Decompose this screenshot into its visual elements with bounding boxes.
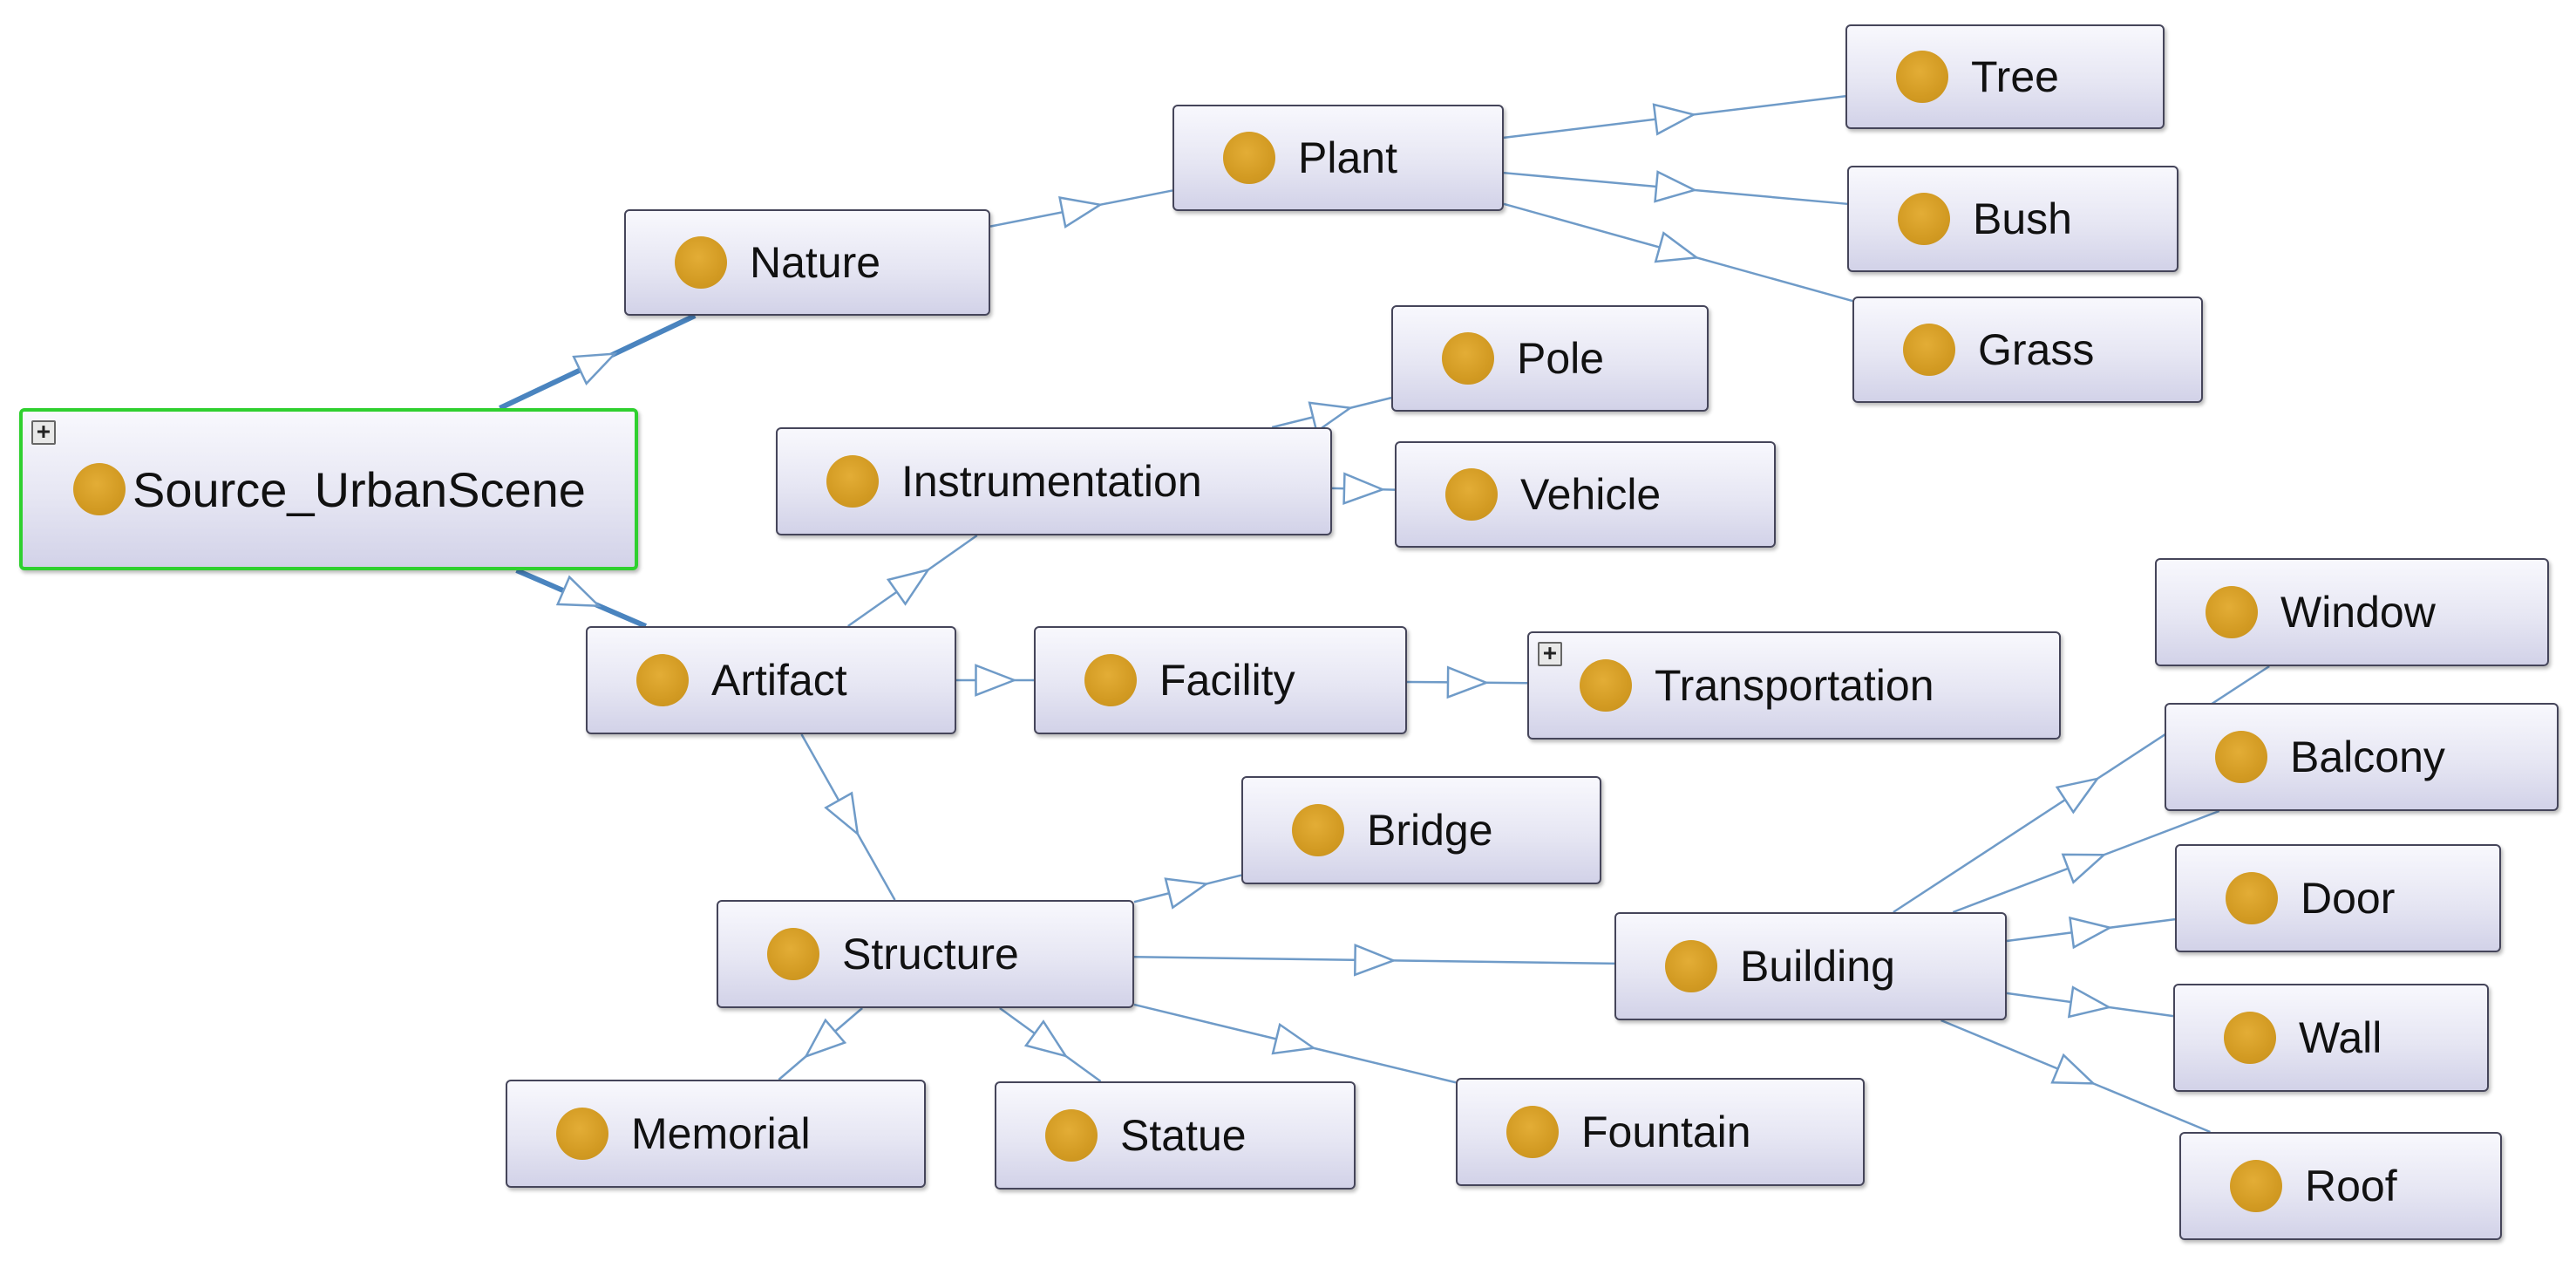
- edge-arrowhead: [1654, 170, 1698, 203]
- node-label: Memorial: [631, 1109, 811, 1158]
- node-door[interactable]: Door: [2175, 844, 2501, 952]
- node-label: Instrumentation: [901, 457, 1202, 506]
- edge-arrowhead: [1654, 231, 1700, 263]
- node-transportation[interactable]: + Transportation: [1527, 631, 2061, 740]
- node-plant[interactable]: Plant: [1172, 105, 1504, 211]
- edge-arrowhead: [2067, 985, 2112, 1019]
- node-vehicle[interactable]: Vehicle: [1395, 441, 1776, 548]
- node-label: Fountain: [1581, 1108, 1751, 1156]
- class-dot-icon: [2215, 731, 2267, 783]
- edge-arrowhead: [1308, 401, 1354, 433]
- class-dot-icon: [1665, 940, 1717, 992]
- node-label: Statue: [1120, 1111, 1247, 1160]
- node-building[interactable]: Building: [1614, 912, 2007, 1020]
- class-dot-icon: [1223, 132, 1275, 184]
- edge-arrowhead: [2069, 916, 2113, 950]
- node-roof[interactable]: Roof: [2179, 1132, 2502, 1240]
- node-source-urbanscene[interactable]: + Source_UrbanScene: [19, 408, 638, 570]
- node-pole[interactable]: Pole: [1391, 305, 1709, 412]
- edge-arrowhead: [803, 1018, 847, 1059]
- class-dot-icon: [767, 928, 819, 980]
- node-label: Bush: [1973, 194, 2072, 243]
- node-label: Grass: [1978, 325, 2095, 374]
- class-dot-icon: [1445, 468, 1498, 521]
- node-statue[interactable]: Statue: [995, 1081, 1356, 1190]
- class-dot-icon: [2226, 872, 2278, 924]
- edge-arrowhead: [975, 664, 1017, 697]
- node-bridge[interactable]: Bridge: [1241, 776, 1601, 884]
- node-facility[interactable]: Facility: [1034, 626, 1407, 734]
- node-label: Artifact: [711, 656, 847, 705]
- node-label: Building: [1740, 942, 1895, 991]
- class-dot-icon: [1084, 654, 1137, 706]
- class-dot-icon: [1292, 804, 1344, 856]
- node-wall[interactable]: Wall: [2173, 984, 2489, 1092]
- node-label: Roof: [2305, 1162, 2397, 1210]
- class-dot-icon: [1442, 332, 1494, 385]
- edge-arrowhead: [1023, 1019, 1069, 1058]
- class-dot-icon: [636, 654, 689, 706]
- node-nature[interactable]: Nature: [624, 209, 990, 316]
- edge-arrowhead: [555, 575, 602, 608]
- class-dot-icon: [1903, 324, 1955, 376]
- expand-plus-icon[interactable]: +: [31, 420, 56, 445]
- node-label: Balcony: [2290, 733, 2445, 781]
- node-label: Nature: [750, 238, 881, 287]
- class-dot-icon: [1580, 659, 1632, 712]
- class-dot-icon: [1896, 51, 1948, 103]
- node-label: Door: [2301, 874, 2396, 923]
- node-label: Wall: [2299, 1013, 2382, 1062]
- node-fountain[interactable]: Fountain: [1456, 1078, 1865, 1186]
- edge-arrowhead: [572, 352, 618, 385]
- node-memorial[interactable]: Memorial: [506, 1080, 926, 1188]
- node-label: Window: [2280, 588, 2436, 637]
- class-dot-icon: [1898, 193, 1950, 245]
- class-dot-icon: [1506, 1106, 1559, 1158]
- edge-arrowhead: [1058, 196, 1104, 228]
- edge-arrowhead: [1271, 1022, 1317, 1055]
- node-label: Structure: [842, 930, 1019, 978]
- node-label: Vehicle: [1520, 470, 1662, 519]
- node-label: Tree: [1971, 52, 2059, 101]
- node-instrumentation[interactable]: Instrumentation: [776, 427, 1332, 535]
- class-dot-icon: [1045, 1109, 1098, 1162]
- edge-arrowhead: [2050, 1053, 2097, 1085]
- node-label: Transportation: [1655, 661, 1934, 710]
- class-dot-icon: [73, 463, 126, 515]
- node-structure[interactable]: Structure: [717, 900, 1134, 1008]
- edge-arrowhead: [2055, 777, 2100, 815]
- class-dot-icon: [675, 236, 727, 289]
- edge-arrowhead: [1164, 877, 1210, 910]
- node-label: Pole: [1517, 334, 1605, 383]
- edge-arrowhead: [1652, 103, 1697, 136]
- class-dot-icon: [556, 1108, 608, 1160]
- edge-arrowhead: [824, 791, 860, 837]
- class-dot-icon: [2224, 1012, 2276, 1064]
- node-label: Bridge: [1367, 806, 1493, 855]
- node-grass[interactable]: Grass: [1852, 297, 2203, 403]
- class-dot-icon: [2206, 586, 2258, 638]
- node-bush[interactable]: Bush: [1847, 166, 2178, 272]
- node-tree[interactable]: Tree: [1845, 24, 2165, 129]
- node-label: Facility: [1159, 656, 1295, 705]
- class-dot-icon: [2230, 1160, 2282, 1212]
- node-balcony[interactable]: Balcony: [2165, 703, 2559, 811]
- edge-arrowhead: [1342, 472, 1386, 505]
- edge-arrowhead: [2061, 853, 2107, 884]
- node-window[interactable]: Window: [2155, 558, 2549, 666]
- node-artifact[interactable]: Artifact: [586, 626, 956, 734]
- expand-plus-icon[interactable]: +: [1538, 642, 1562, 666]
- node-label: Source_UrbanScene: [133, 461, 586, 517]
- edge-arrowhead: [886, 568, 931, 606]
- class-dot-icon: [826, 455, 879, 508]
- edge-arrowhead: [1353, 943, 1397, 977]
- node-label: Plant: [1298, 133, 1397, 182]
- edge-arrowhead: [1446, 665, 1490, 699]
